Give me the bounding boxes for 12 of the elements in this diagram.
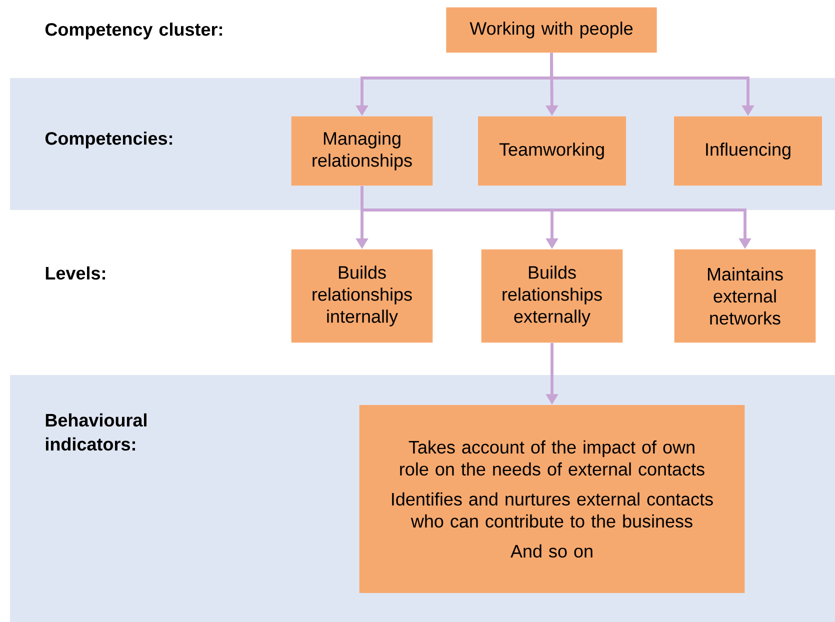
process-box: Teamworking xyxy=(478,116,626,186)
process-box: Maintains external networks xyxy=(674,249,816,343)
process-box: Builds relationships internally xyxy=(291,249,433,343)
process-box: Managing relationships xyxy=(291,116,433,186)
row-label: Behavioural indicators: xyxy=(46,413,146,451)
process-box: Takes account of the impact of own role on the needs of external contacts Identifies and nurtures external contacts who can contribute to the business And so on xyxy=(359,405,745,593)
process-box: Builds relationships externally xyxy=(481,249,623,343)
row-label: Levels: xyxy=(46,266,106,280)
process-box: Influencing xyxy=(674,116,822,186)
row-label: Competencies: xyxy=(45,132,172,148)
row-label: Competency cluster: xyxy=(45,22,222,40)
process-box: Working with people xyxy=(446,7,657,53)
